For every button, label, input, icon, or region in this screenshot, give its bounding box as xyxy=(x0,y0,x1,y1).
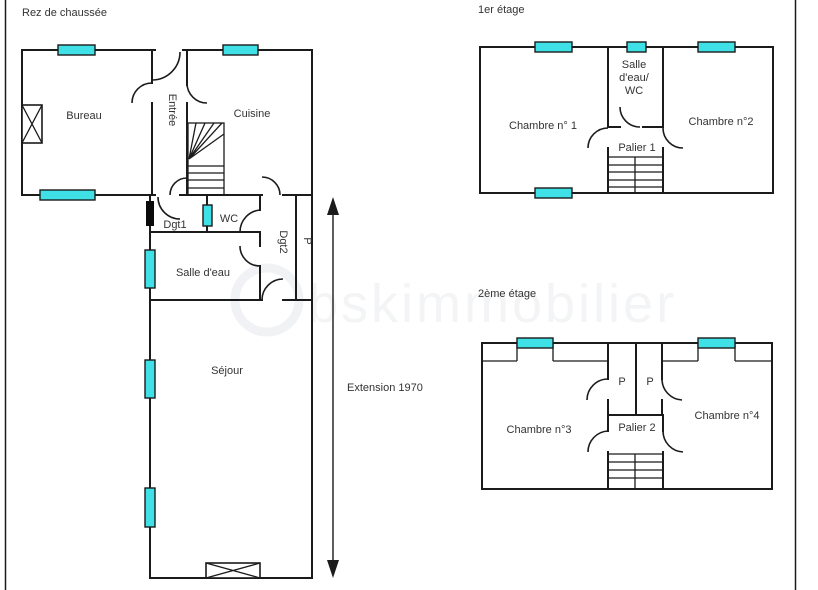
rdc-title: Rez de chaussée xyxy=(22,7,107,19)
etage2-closet-walls xyxy=(607,342,663,416)
etage1-label-chambre1: Chambre n° 1 xyxy=(509,120,577,132)
rdc-xbox-sejour xyxy=(205,562,261,579)
etage1-title: 1er étage xyxy=(478,4,524,16)
etage2-staircase xyxy=(608,453,663,489)
watermark-text: bskimmobilier xyxy=(308,274,677,334)
rdc-sejour-door-arc xyxy=(261,278,284,301)
etage1-window-sde xyxy=(626,41,647,53)
watermark: bskimmobilier xyxy=(230,263,677,337)
etage2-dormer-notches xyxy=(516,343,736,361)
rdc-window-sejour-1 xyxy=(144,359,156,399)
etage1-chambre2-door-arc xyxy=(662,127,684,149)
rdc-window-bureau-top xyxy=(57,44,96,56)
rdc-label-bureau: Bureau xyxy=(66,110,101,122)
etage2-label-p-right: P xyxy=(646,376,653,388)
etage2-label-chambre4: Chambre n°4 xyxy=(695,410,760,422)
rdc-window-bureau-bottom xyxy=(39,189,96,201)
rdc-label-cuisine: Cuisine xyxy=(234,108,271,120)
etage2-chambre4-door-arc xyxy=(662,430,684,453)
etage2-outer-walls xyxy=(481,342,773,490)
etage1-chambre1-door-arc xyxy=(587,127,609,149)
floor-plan-rdc: Rez de chaussée xyxy=(21,7,423,579)
rdc-understairs-door-arc xyxy=(169,177,188,196)
rdc-dgt1-door-arc xyxy=(157,196,181,220)
rdc-entrance-door-arc xyxy=(151,51,181,81)
etage1-label-sde-line1: Salle xyxy=(622,59,646,71)
etage1-window-chambre1-bottom xyxy=(534,187,573,199)
etage1-window-chambre2-top xyxy=(697,41,736,53)
rdc-staircase xyxy=(187,122,225,196)
rdc-label-wc: WC xyxy=(220,213,238,225)
etage2-window-chambre3 xyxy=(516,337,554,349)
etage1-label-sde-line3: WC xyxy=(625,85,643,97)
rdc-wc-door-arc xyxy=(239,209,261,233)
rdc-salle-eau-door-arc xyxy=(239,245,261,267)
rdc-window-wc xyxy=(202,204,213,227)
rdc-label-dgt1: Dgt1 xyxy=(163,219,186,231)
etage2-closet-left-door-arc xyxy=(586,378,609,401)
rdc-label-dgt2: Dgt2 xyxy=(277,230,289,253)
floor-plan-etage1: 1er étage Chambre n° 1 Chambre n°2 Salle… xyxy=(478,4,774,199)
rdc-label-placard: P xyxy=(301,237,313,244)
etage2-closet-right-door-arc xyxy=(661,378,683,401)
rdc-front-door-panel xyxy=(146,201,154,226)
etage2-label-p-left: P xyxy=(618,376,625,388)
rdc-entree-walls xyxy=(151,49,188,196)
arrow-down-icon xyxy=(327,560,339,578)
rdc-label-salle-eau: Salle d'eau xyxy=(176,267,230,279)
rdc-cuisine-dgt2-door-arc xyxy=(261,176,281,196)
rdc-xwindow-bureau xyxy=(21,104,43,144)
etage1-label-chambre2: Chambre n°2 xyxy=(689,116,754,128)
rdc-cuisine-door-arc xyxy=(186,82,208,104)
rdc-bureau-door-arc xyxy=(131,82,153,104)
etage1-sde-door-arc xyxy=(619,106,641,128)
etage1-label-sde: Salle d'eau/ WC xyxy=(619,59,650,97)
etage1-center-walls xyxy=(607,46,664,194)
floor-plan-etage2: 2ème étage Chambre n°3 Chambre n°4 Palie… xyxy=(478,288,773,490)
rdc-outer-walls xyxy=(21,49,313,579)
rdc-extension-arrow: Extension 1970 xyxy=(327,197,423,578)
etage1-label-sde-line2: d'eau/ xyxy=(619,72,650,84)
etage2-label-chambre3: Chambre n°3 xyxy=(507,424,572,436)
etage2-chambre3-door-arc xyxy=(587,430,609,453)
rdc-label-entree: Entrée xyxy=(166,94,178,126)
arrow-up-icon xyxy=(327,197,339,215)
rdc-window-sejour-2 xyxy=(144,487,156,528)
etage1-label-palier: Palier 1 xyxy=(618,142,655,154)
rdc-window-salle-eau xyxy=(144,249,156,289)
rdc-window-cuisine-top xyxy=(222,44,259,56)
etage1-staircase xyxy=(608,156,663,193)
etage2-title: 2ème étage xyxy=(478,288,536,300)
etage2-label-palier: Palier 2 xyxy=(618,422,655,434)
rdc-label-sejour: Séjour xyxy=(211,365,243,377)
etage1-window-chambre1-top xyxy=(534,41,573,53)
rdc-extension-label: Extension 1970 xyxy=(347,382,423,394)
etage2-window-chambre4 xyxy=(697,337,736,349)
